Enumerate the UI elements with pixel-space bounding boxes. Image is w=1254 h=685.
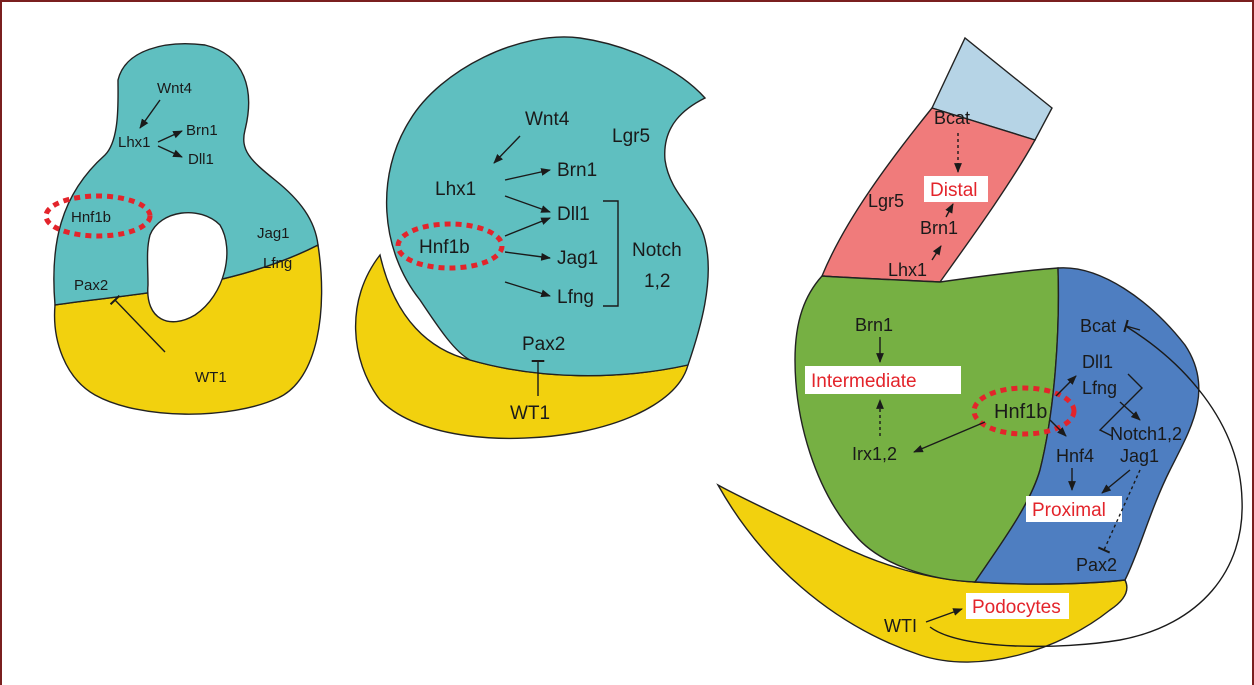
stage2-comma-body: Wnt4 Lgr5 Lhx1 Brn1 Dll1 Hnf1b Jag1 Lfng… — [354, 36, 709, 440]
stage3-podocytes-box — [966, 593, 1069, 619]
stage3-proximal-label: Proximal — [1032, 500, 1106, 521]
stage1-arrow-lhx1-brn1 — [157, 130, 183, 143]
stage3-s-shaped-body: Bcat Distal Lgr5 Brn1 Lhx1 Brn1 Intermed… — [716, 36, 1243, 663]
stage1-lhx1-label: Lhx1 — [118, 134, 151, 151]
stage1-hnf1b-label: Hnf1b — [71, 209, 111, 226]
stage1-jag1-label: Jag1 — [257, 225, 290, 242]
stage2-wnt4-label: Wnt4 — [525, 109, 570, 130]
stage3-irx-label: Irx1,2 — [852, 444, 897, 464]
stage3-pax2-label: Pax2 — [1076, 555, 1117, 575]
stage3-hnf1b-label: Hnf1b — [994, 401, 1047, 423]
stage3-lfng-label: Lfng — [1082, 378, 1117, 398]
stage1-teal-region — [53, 43, 319, 306]
stage2-arrow-lhx1-lfng — [504, 281, 551, 298]
stage3-distal-label: Distal — [930, 180, 978, 201]
stage3-brn1-top-label: Brn1 — [920, 218, 958, 238]
stage3-hnf1b-highlight — [971, 385, 1077, 437]
stage3-proximal-box — [1026, 496, 1122, 522]
stage2-lfng-label: Lfng — [557, 287, 594, 308]
stage3-lgr5-label: Lgr5 — [868, 191, 904, 211]
stage3-lhx1-label: Lhx1 — [888, 260, 927, 280]
stage1-renal-vesicle: Wnt4 Lhx1 Brn1 Dll1 Hnf1b Jag1 Lfng Pax2… — [43, 43, 323, 415]
stage1-arrow-wnt4-lhx1 — [139, 99, 161, 129]
stage3-arrow-to-notch — [1119, 401, 1141, 421]
stage3-inhibit-line-bcat — [1123, 319, 1141, 333]
stage1-pax2-label: Pax2 — [74, 277, 108, 294]
stage2-notch-bracket — [603, 200, 619, 307]
stage3-dll1-label: Dll1 — [1082, 352, 1113, 372]
stage3-notch-bracket — [1098, 373, 1143, 437]
stage3-intermediate-box — [805, 366, 961, 394]
stage3-bcat-top-label: Bcat — [934, 108, 970, 128]
stage2-arrow-lhx1-dll1 — [504, 195, 551, 213]
stage2-arrow-wnt4-lhx1 — [493, 135, 521, 164]
stage2-lgr5-label: Lgr5 — [612, 126, 650, 147]
stage3-arrow-hnf1b-hnf4 — [1049, 419, 1067, 437]
stage2-pax2-label: Pax2 — [522, 334, 565, 355]
stage1-brn1-label: Brn1 — [186, 122, 218, 139]
stage2-jag1-label: Jag1 — [557, 248, 598, 269]
stage3-intermediate-label: Intermediate — [811, 371, 917, 392]
stage1-lumen — [146, 211, 228, 323]
stage2-teal-region — [385, 36, 709, 377]
stage2-arrow-hnf1b-dll1 — [504, 217, 551, 237]
stage3-podocytes-label: Podocytes — [972, 597, 1061, 618]
stage2-lhx1-label: Lhx1 — [435, 179, 476, 200]
stage2-hnf1b-label: Hnf1b — [419, 237, 470, 258]
stage3-arrow-hnf1b-irx — [913, 421, 986, 453]
stage3-arrow-hnf1b-dll1 — [1055, 375, 1077, 397]
stage3-notch-label: Notch1,2 — [1110, 424, 1182, 444]
stage2-notch-label-1: Notch — [632, 240, 682, 261]
stage3-brn1-label: Brn1 — [855, 315, 893, 335]
stage2-hnf1b-highlight — [395, 221, 505, 271]
stage1-wnt4-label: Wnt4 — [157, 80, 192, 97]
stage3-arrow-wti-podocytes — [925, 608, 963, 623]
stage1-inhibit-wt1-pax2 — [109, 294, 166, 353]
stage3-distal-box — [924, 176, 988, 202]
stage1-hnf1b-highlight — [43, 193, 153, 239]
stage3-jag1-label: Jag1 — [1120, 446, 1159, 466]
stage3-arrow-brn1-distal — [945, 203, 954, 218]
stage2-arrow-lhx1-brn1 — [504, 168, 551, 181]
stage1-arrow-lhx1-dll1 — [157, 145, 183, 158]
stage3-arrow-jag1-proximal — [1101, 469, 1131, 494]
stage1-lfng-label: Lfng — [263, 255, 292, 272]
stage1-wt1-label: WT1 — [195, 369, 227, 386]
stage2-dll1-label: Dll1 — [557, 204, 590, 225]
stage3-wti-label: WTI — [884, 616, 917, 636]
stage2-brn1-label: Brn1 — [557, 160, 597, 181]
stage3-bcat-wti-line — [929, 326, 1243, 648]
stage3-dash-jag1-pax2 — [1097, 469, 1141, 554]
stage2-notch-label-2: 1,2 — [644, 271, 670, 292]
stage3-hnf4-label: Hnf4 — [1056, 446, 1094, 466]
stage1-dll1-label: Dll1 — [188, 151, 214, 168]
stage2-wt1-label: WT1 — [510, 403, 550, 424]
stage3-bcat-label: Bcat — [1080, 316, 1116, 336]
stage2-arrow-hnf1b-jag1 — [504, 251, 551, 261]
stage2-yellow-region — [354, 253, 689, 440]
stage3-arrow-lhx1-brn1 — [931, 245, 942, 261]
